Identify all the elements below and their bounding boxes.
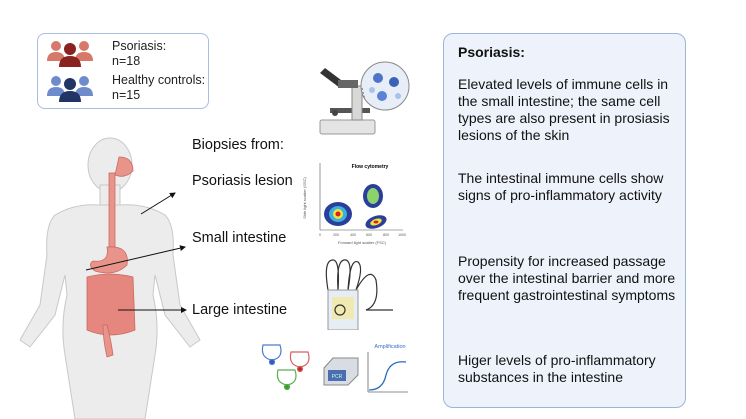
digestive-tract [86,156,136,358]
flow-cytometry-plot: Flow cytometry 0 200 400 600 800 1000 Fo… [302,163,406,245]
svg-text:Amplification: Amplification [374,344,405,350]
amplification-curve: Amplification [367,344,408,393]
cohort-legend: Psoriasis: n=18 Healthy controls: n=15 [37,33,209,109]
arrow-small-intestine [85,245,186,271]
svg-text:PCR: PCR [332,374,343,380]
flow-xlabel: Forward light scatter (FSC) [338,240,387,245]
flow-title: Flow cytometry [352,164,389,170]
flow-ticks: 0 200 400 600 800 1000 [319,233,406,237]
finding-1: Elevated levels of immune cells in the s… [458,76,670,143]
svg-text:600: 600 [366,233,372,237]
cluster-3 [365,215,387,229]
svg-text:200: 200 [333,233,339,237]
site-psoriasis-lesion: Psoriasis lesion [192,173,293,189]
svg-text:800: 800 [383,233,389,237]
psoriasis-label: Psoriasis: [112,39,167,53]
psoriasis-people-icon [47,41,93,67]
cluster-2 [363,184,383,208]
biopsies-heading: Biopsies from: [192,137,284,153]
microscope-icon [319,61,410,135]
cluster-1 [324,202,352,226]
findings-title: Psoriasis: [458,44,525,60]
flow-ylabel: Side light scatter (SSC) [302,177,307,219]
primer-blue-icon [261,344,282,366]
finding-2: The intestinal immune cells show signs o… [458,170,664,203]
pcr-machine-icon: PCR [323,357,359,386]
controls-people-icon [47,76,93,102]
svg-text:1000: 1000 [398,233,406,237]
primer-red-icon [289,351,310,373]
arrow-psoriasis-lesion [140,192,176,215]
primer-green-icon [276,369,297,391]
human-body-illustration [19,137,201,419]
findings-panel: Psoriasis: Elevated levels of immune cel… [443,33,686,408]
svg-text:0: 0 [319,233,321,237]
svg-text:400: 400 [350,233,356,237]
finding-4: Higer levels of pro-inflammatory substan… [458,352,656,385]
ussing-chamber-icon [325,259,393,330]
controls-count: n=15 [112,88,141,102]
site-large-intestine: Large intestine [192,302,288,318]
pcr-section: PCR Amplification [261,344,408,393]
site-small-intestine: Small intestine [192,230,287,246]
psoriasis-count: n=18 [112,54,141,68]
controls-label: Healthy controls: [112,73,206,87]
finding-3: Propensity for increased passage over th… [458,253,676,303]
